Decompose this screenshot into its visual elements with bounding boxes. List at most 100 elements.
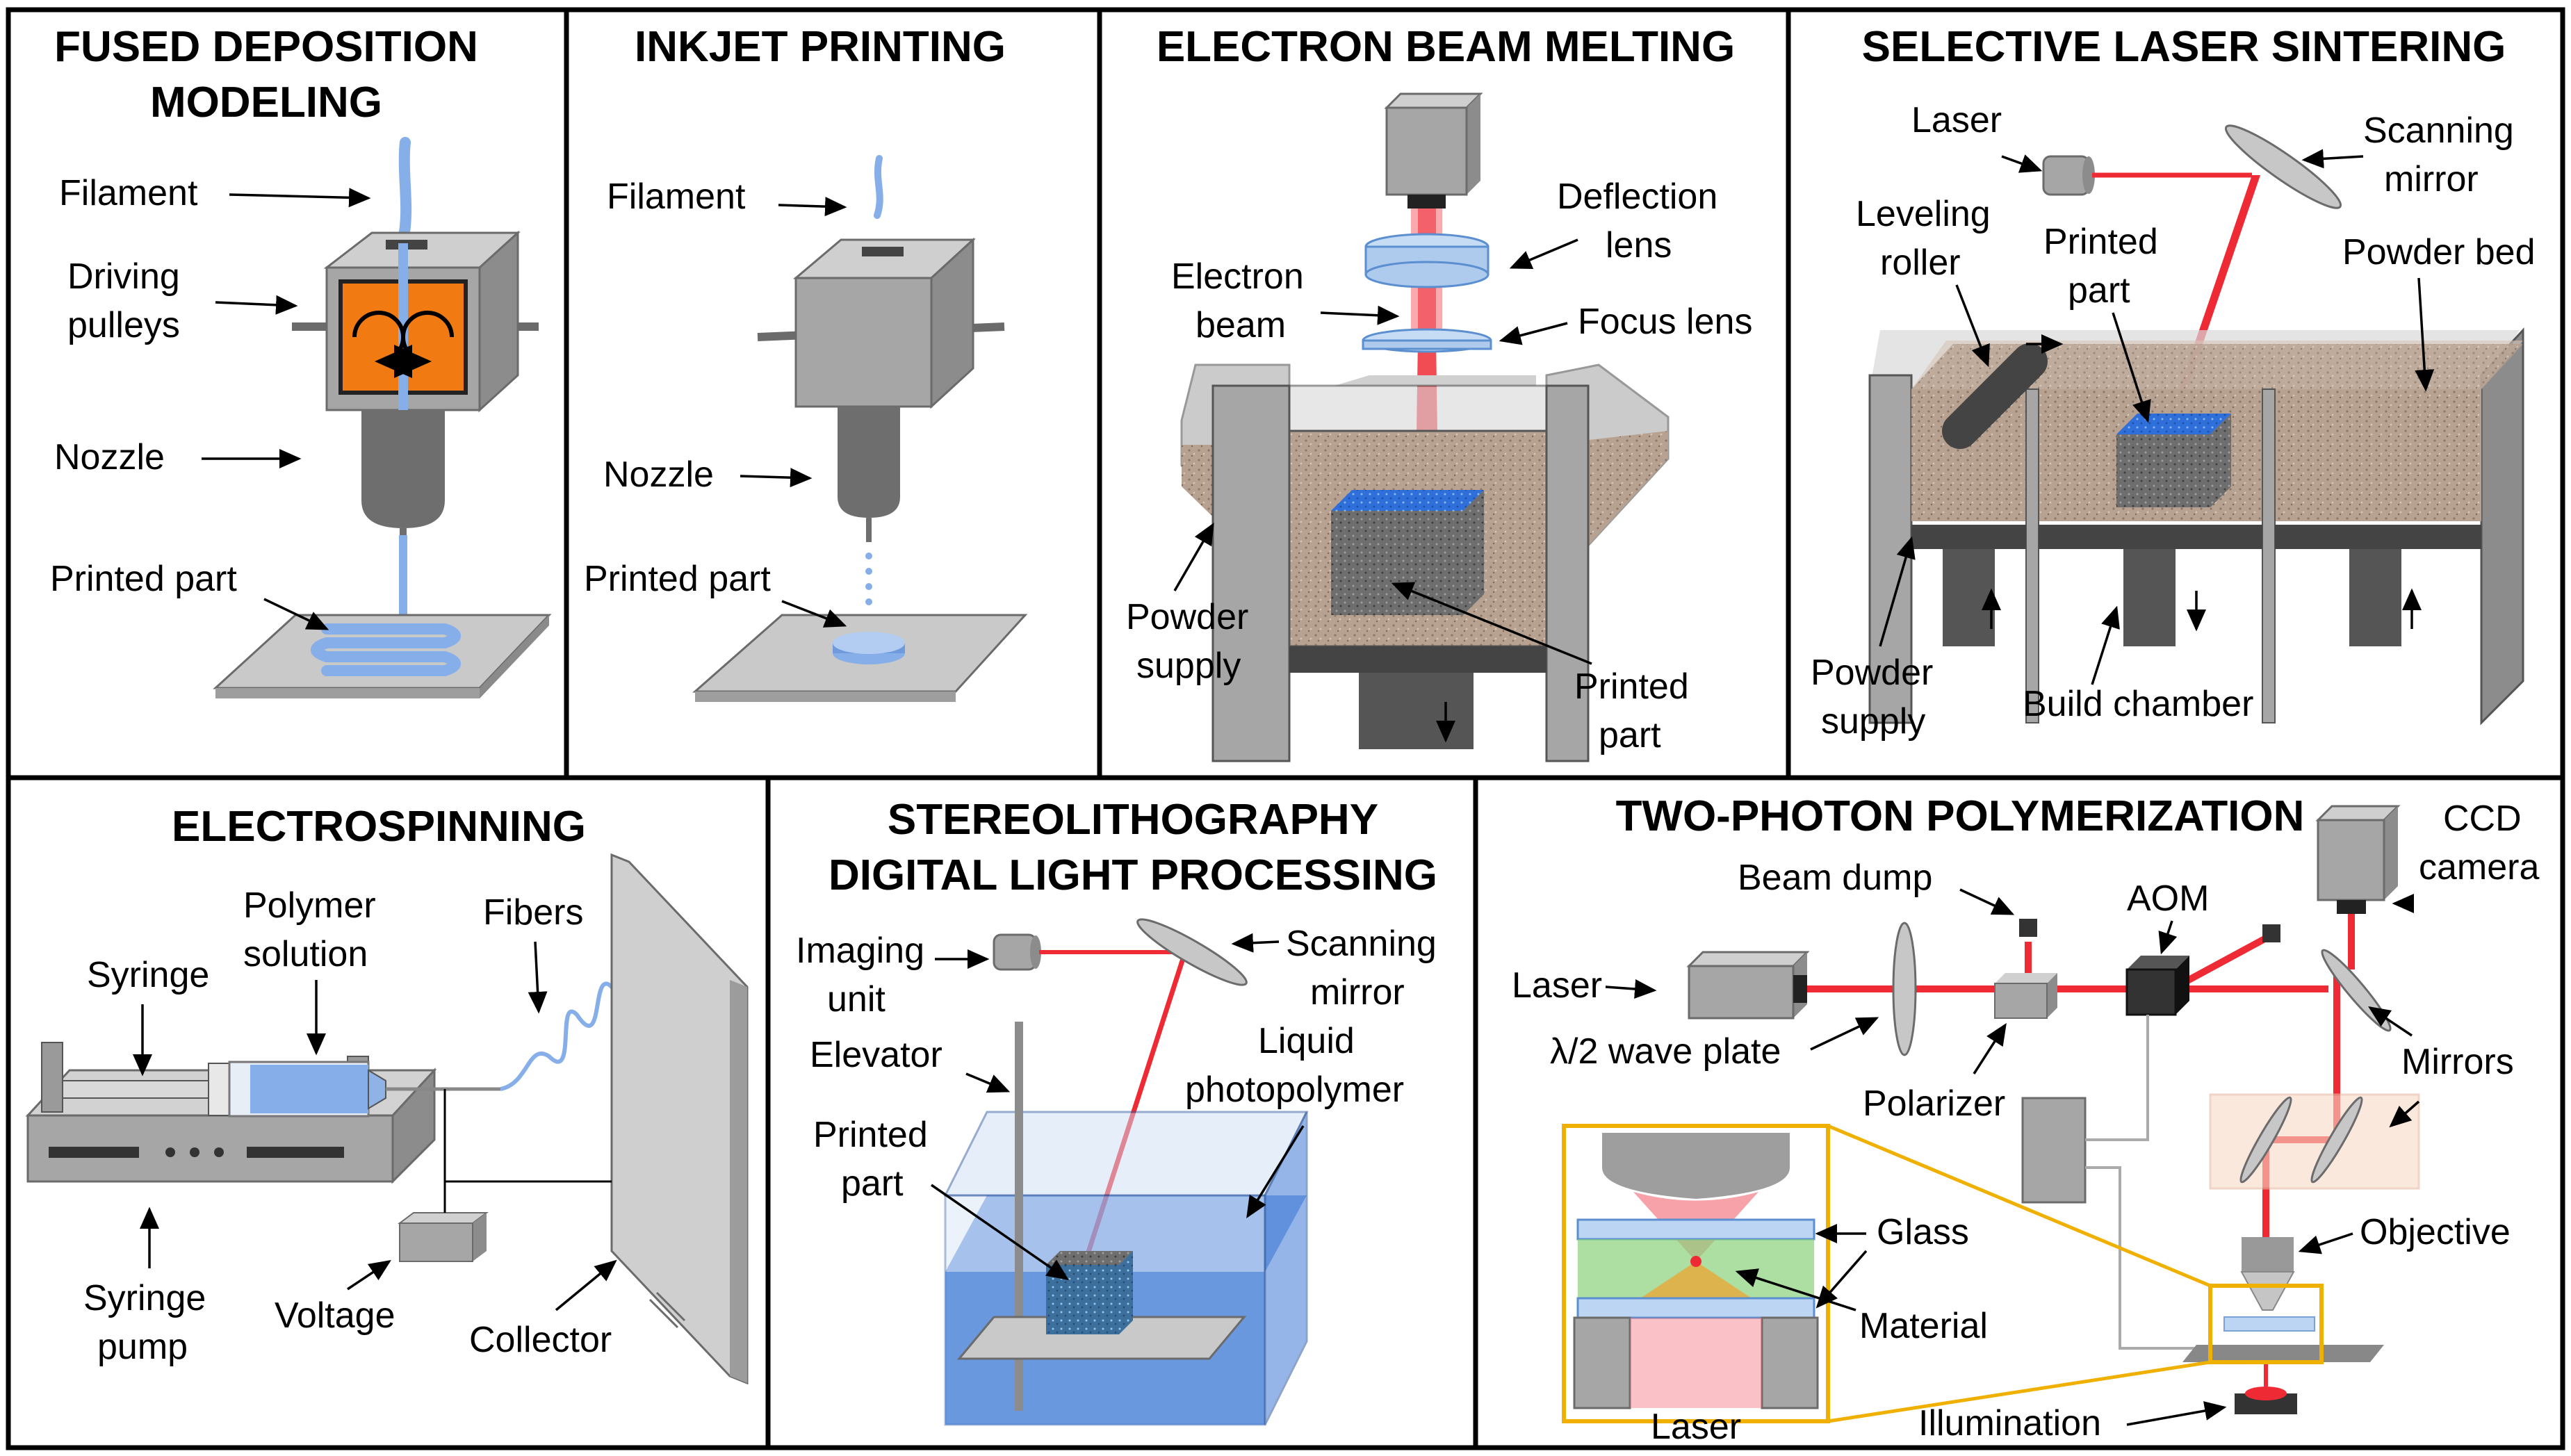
supply-platform-left xyxy=(1911,525,2026,549)
panel-frames xyxy=(6,7,2565,1450)
label-driving-pulleys: Driving xyxy=(67,256,180,297)
printed-part xyxy=(1046,1265,1119,1334)
panel-title: INKJET PRINTING xyxy=(635,23,1006,71)
scanning-mirror xyxy=(1136,918,1248,986)
printed-part xyxy=(311,623,461,676)
panel-two-photon-polymerization: TWO-PHOTON POLYMERIZATION xyxy=(1512,792,2539,1447)
label-nozzle: Nozzle xyxy=(54,437,165,477)
label-glass: Glass xyxy=(1877,1212,1969,1252)
label-illumination: Illumination xyxy=(1918,1403,2101,1443)
inset-glass-bottom xyxy=(1576,1297,1815,1319)
label-ccd-camera: CCD xyxy=(2443,799,2522,839)
filament xyxy=(398,137,412,245)
ccd-camera-top xyxy=(2315,805,2401,821)
label-liquid-photopolymer: Liquid xyxy=(1258,1021,1355,1061)
label-powder-bed: Powder bed xyxy=(2342,232,2536,272)
panel-title: MODELING xyxy=(150,79,382,126)
pulley-right-rotation-icon xyxy=(393,311,454,378)
panel-title: DIGITAL LIGHT PROCESSING xyxy=(829,851,1437,899)
label-polarizer: Polarizer xyxy=(1863,1083,2005,1124)
panel-fused-deposition-modeling: FUSED DEPOSITION MODELING Filament Drivi… xyxy=(50,23,552,698)
beam-dump xyxy=(2019,919,2037,937)
aom xyxy=(2125,968,2177,1016)
label-focus-lens: Focus lens xyxy=(1578,302,1752,342)
voltage-source-top xyxy=(398,1212,489,1224)
laser-source xyxy=(2042,155,2090,196)
wave-plate xyxy=(1892,922,1917,1056)
label-ccd-camera: camera xyxy=(2419,847,2539,887)
label-syringe: Syringe xyxy=(87,955,209,995)
label-fibers: Fibers xyxy=(483,892,583,933)
label-objective: Objective xyxy=(2360,1212,2511,1252)
piston xyxy=(1359,673,1474,749)
label-leveling-roller: roller xyxy=(1880,243,1961,283)
ccd-camera xyxy=(2317,819,2385,901)
nozzle-tip xyxy=(361,500,445,528)
label-electron-beam: Electron xyxy=(1171,256,1304,297)
panel-inkjet-printing: INKJET PRINTING Filament Nozzle Printed … xyxy=(584,23,1028,702)
panel-title: ELECTROSPINNING xyxy=(172,803,586,851)
build-platform xyxy=(2039,525,2262,549)
panel-title: SELECTIVE LASER SINTERING xyxy=(1862,23,2506,71)
label-syringe-pump: Syringe xyxy=(83,1278,206,1318)
panel-title: STEREOLITHOGRAPHY xyxy=(888,796,1378,844)
label-printed-part: Printed xyxy=(2043,222,2158,262)
label-imaging-unit: Imaging xyxy=(796,931,924,971)
label-polymer-solution: Polymer xyxy=(243,885,376,926)
label-printed-part: Printed part xyxy=(584,559,771,599)
syringe-plunger xyxy=(62,1080,216,1099)
supply-platform-right xyxy=(2275,525,2481,549)
label-collector: Collector xyxy=(469,1320,612,1360)
polarizer xyxy=(1994,983,2048,1019)
inset-glass-top xyxy=(1576,1218,1815,1241)
mirror xyxy=(2239,1096,2292,1184)
objective xyxy=(2242,1237,2294,1272)
label-powder-supply: supply xyxy=(1136,646,1241,686)
polymer-solution xyxy=(250,1065,368,1113)
imaging-unit xyxy=(993,933,1037,971)
label-inset-laser: Laser xyxy=(1651,1407,1741,1447)
label-printed-part: part xyxy=(2068,270,2130,311)
chamber-wall-left xyxy=(1211,384,1291,762)
print-head xyxy=(794,277,933,408)
laser-source-top xyxy=(1686,951,1810,967)
label-syringe-pump: pump xyxy=(97,1327,188,1367)
printed-part xyxy=(2116,434,2210,507)
label-powder-supply: Powder xyxy=(1126,597,1248,637)
label-laser: Laser xyxy=(1911,100,2002,140)
zoom-box xyxy=(2208,1284,2324,1364)
elevator-rod xyxy=(1015,1022,1023,1411)
label-beam-dump: Beam dump xyxy=(1738,858,1932,898)
panel-electron-beam-melting: ELECTRON BEAM MELTING Deflection len xyxy=(1126,23,1752,762)
label-scanning-mirror: mirror xyxy=(1310,972,1405,1013)
beam-dump-2 xyxy=(2262,924,2280,942)
printed-part-top xyxy=(1331,490,1484,511)
panel-electrospinning: ELECTROSPINNING Polymer solution xyxy=(25,803,749,1385)
elevator-platform xyxy=(956,1316,1247,1360)
label-laser: Laser xyxy=(1512,965,1602,1006)
label-deflection-lens: lens xyxy=(1606,225,1672,265)
label-printed-part: part xyxy=(1599,715,1661,755)
label-scanning-mirror: Scanning xyxy=(1286,924,1437,964)
label-filament: Filament xyxy=(607,177,746,217)
label-aom: AOM xyxy=(2127,878,2209,919)
panel-title: FUSED DEPOSITION xyxy=(54,23,478,71)
label-voltage: Voltage xyxy=(275,1295,395,1336)
laser-source xyxy=(1688,965,1795,1020)
leveling-roller xyxy=(1942,343,2048,449)
sample-stage xyxy=(2182,1345,2384,1362)
voltage-source xyxy=(399,1222,473,1262)
label-wave-plate: λ/2 wave plate xyxy=(1550,1031,1781,1072)
panel-title: ELECTRON BEAM MELTING xyxy=(1157,23,1735,71)
label-deflection-lens: Deflection xyxy=(1557,177,1717,217)
vat-top xyxy=(943,1111,1309,1197)
inset-objective xyxy=(1602,1133,1790,1199)
label-printed-part: Printed part xyxy=(50,559,237,599)
label-powder-supply: supply xyxy=(1821,701,1925,742)
collector-plate xyxy=(610,853,749,1385)
label-scanning-mirror: mirror xyxy=(2384,159,2479,199)
label-elevator: Elevator xyxy=(810,1035,942,1075)
label-build-chamber: Build chamber xyxy=(2023,684,2253,724)
label-printed-part: Printed xyxy=(1574,666,1689,707)
